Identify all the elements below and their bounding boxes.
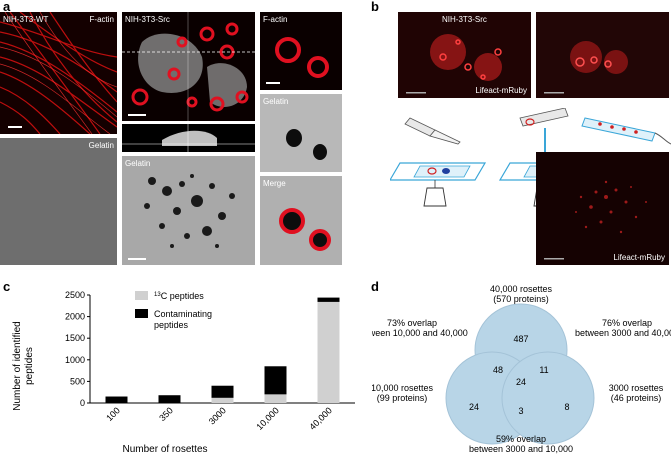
y-tick-label: 1500 (65, 333, 85, 343)
venn-region-right-only: 8 (564, 402, 569, 412)
legend-contam-label-1: Contaminating (154, 309, 212, 319)
y-tick-label: 2500 (65, 290, 85, 300)
legend-13c-text: C peptides (161, 291, 205, 301)
gelatin-label-wt: Gelatin (88, 141, 114, 150)
b-lifeact-spots-1 (406, 34, 502, 94)
chart-c-ylabel-2: peptides (24, 347, 35, 385)
x-tick-label: 3000 (207, 405, 228, 426)
b-lifeact-image-3: Lifeact-mRuby (536, 152, 669, 265)
chart-c-bars (105, 297, 340, 403)
venn-tl-overlap-1: 73% overlap (387, 318, 437, 328)
panel-letter-a: a (3, 0, 11, 14)
zoom-factin-image: F-actin (260, 12, 342, 90)
wt-label: NIH-3T3-WT (3, 15, 49, 24)
bar-13c-3 (264, 394, 287, 403)
xz-projection (122, 124, 255, 152)
b-lifeact-image-1: NIH-3T3-Src Lifeact-mRuby (398, 12, 531, 98)
x-tick-label: 100 (104, 405, 122, 423)
b-src-label: NIH-3T3-Src (442, 15, 487, 24)
factin-label-wt: F-actin (89, 15, 114, 24)
wt-factin-fibers (0, 12, 117, 134)
gelatin-degradation-spots (128, 174, 235, 260)
xz-projection-shape (122, 124, 255, 152)
chart-c-y-axis: 0 500 1000 1500 2000 2500 (65, 290, 355, 408)
panel-letter-d: d (371, 279, 379, 294)
x-tick-label: 10,000 (254, 405, 281, 432)
x-tick-label: 350 (157, 405, 175, 423)
b-lifeact-spots-3 (544, 180, 647, 260)
y-tick-label: 0 (80, 398, 85, 408)
y-tick-label: 500 (70, 376, 85, 386)
src-rosettes (122, 12, 255, 121)
chart-c-ylabel-1: Number of identified (12, 321, 23, 411)
bar-contam-4 (317, 297, 340, 302)
venn-top-label-2: (570 proteins) (493, 294, 549, 304)
bar-contam-1 (158, 395, 181, 403)
venn-left-label-1: 10,000 rosettes (372, 383, 434, 393)
y-tick-label: 2000 (65, 312, 85, 322)
panel-letter-c: c (3, 279, 11, 294)
bar-13c-2 (211, 397, 234, 403)
src-factin-image: NIH-3T3-Src (122, 12, 255, 121)
chart-c: Number of identified peptides 0 500 1000 15… (12, 290, 355, 455)
b-lifeact-label-1: Lifeact-mRuby (475, 86, 527, 95)
bar-contam-2 (211, 385, 234, 398)
bar-13c-4 (317, 301, 340, 403)
venn-tr-overlap-2: between 3000 and 40,000 (575, 328, 671, 338)
zoom-factin-rings (266, 37, 329, 84)
x-tick-label: 40,000 (307, 405, 334, 432)
b-lifeact-image-2 (536, 12, 669, 98)
chart-c-x-ticks: 100 350 3000 10,000 40,000 (104, 405, 334, 432)
venn-region-left-only: 24 (469, 402, 479, 412)
wt-gelatin-image: Gelatin (0, 138, 117, 265)
venn-d: 40,000 rosettes (570 proteins) 73% overl… (372, 284, 671, 454)
zoom-gelatin-image: Gelatin (260, 94, 342, 172)
src-gelatin-image: Gelatin (122, 156, 255, 265)
panel-letter-b: b (371, 0, 379, 14)
merge-label: Merge (263, 179, 286, 188)
gelatin-label-src: Gelatin (125, 159, 151, 168)
venn-left-label-2: (99 proteins) (377, 393, 428, 403)
src-label: NIH-3T3-Src (125, 15, 170, 24)
venn-bottom-overlap-1: 59% overlap (496, 434, 546, 444)
venn-right-label-2: (46 proteins) (611, 393, 662, 403)
b-lifeact-spots-2 (544, 41, 628, 94)
zoom-merge-overlay (279, 208, 331, 251)
chart-c-xlabel: Number of rosettes (122, 444, 207, 455)
legend-13c-sup: 13 (154, 292, 161, 298)
venn-circle-3000 (501, 351, 595, 445)
legend-contam-label-2: peptides (154, 320, 189, 330)
y-tick-label: 1000 (65, 355, 85, 365)
venn-tr-overlap-1: 76% overlap (602, 318, 652, 328)
legend-13c-label: 13C peptides (154, 291, 204, 301)
zoom-merge-image: Merge (260, 176, 342, 265)
bar-contam-0 (105, 396, 128, 403)
factin-label-zoom: F-actin (263, 15, 288, 24)
venn-top-label-1: 40,000 rosettes (490, 284, 553, 294)
venn-region-top-left: 48 (493, 365, 503, 375)
venn-region-top-only: 487 (513, 334, 528, 344)
legend-swatch-13c (135, 291, 148, 300)
venn-region-top-right: 11 (539, 365, 548, 375)
b-lifeact-label-3: Lifeact-mRuby (613, 253, 665, 262)
legend-swatch-contam (135, 309, 148, 318)
venn-right-label-1: 3000 rosettes (609, 383, 664, 393)
venn-region-left-right: 3 (518, 406, 523, 416)
venn-tl-overlap-2: between 10,000 and 40,000 (372, 328, 468, 338)
gelatin-label-zoom: Gelatin (263, 97, 289, 106)
venn-region-center: 24 (516, 377, 526, 387)
venn-bottom-overlap-2: between 3000 and 10,000 (469, 444, 573, 454)
wt-factin-image: NIH-3T3-WT F-actin (0, 12, 117, 134)
bar-contam-3 (264, 366, 287, 395)
zoom-gelatin-holes (286, 129, 327, 160)
